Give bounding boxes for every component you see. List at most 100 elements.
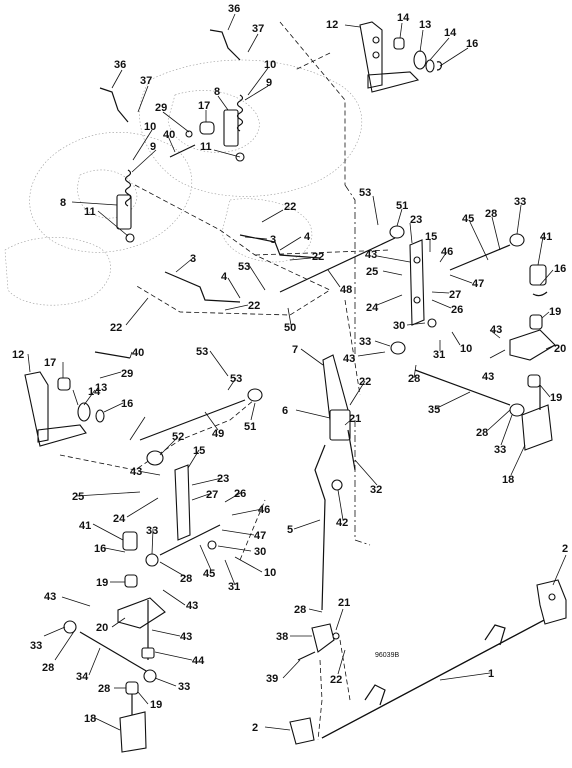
callout: 4	[304, 231, 311, 243]
bellcrank-23-upper	[409, 239, 425, 326]
callout: 5	[287, 524, 293, 536]
callout: 33	[359, 336, 371, 348]
callout: 35	[428, 404, 440, 416]
callout: 11	[200, 141, 212, 153]
callout: 51	[244, 421, 256, 433]
spacer-51-lower	[247, 388, 263, 402]
callout: 49	[212, 428, 224, 440]
clevis-33-upper	[509, 233, 525, 247]
bushing-17-upper	[199, 121, 215, 135]
callout: 53	[359, 187, 371, 199]
bushing-14-upper	[393, 37, 405, 50]
callout: 15	[193, 445, 205, 457]
callout: 40	[132, 347, 144, 359]
rod-4-lower	[164, 271, 241, 303]
clevis-33-right	[509, 403, 525, 417]
callout: 25	[72, 491, 84, 503]
callout: 8	[60, 197, 66, 209]
clevis-33-mid	[390, 341, 406, 355]
callout: 23	[410, 214, 422, 226]
callout: 17	[198, 100, 210, 112]
callout: 44	[192, 655, 205, 667]
clevis-33-low-right	[143, 669, 157, 683]
callout: 22	[110, 322, 122, 334]
callout: 18	[84, 713, 96, 725]
callout: 10	[264, 567, 276, 579]
bolt-40-lower	[94, 351, 131, 359]
pivot-20-lower	[117, 597, 166, 629]
callout: 32	[370, 484, 382, 496]
callout: 34	[76, 671, 89, 683]
spacer-51-upper	[389, 225, 405, 239]
bushing-19-lower	[124, 574, 138, 588]
callout: 24	[366, 302, 379, 314]
callout: 37	[140, 75, 152, 87]
callout: 31	[433, 349, 445, 361]
callout: 22	[248, 300, 260, 312]
callout: 20	[96, 622, 108, 634]
callout: 46	[441, 246, 453, 258]
callout: 45	[203, 568, 215, 580]
clevis-33-lower	[145, 553, 159, 567]
callout: 36	[228, 3, 240, 15]
arm-8-upper	[223, 109, 239, 147]
callout: 19	[96, 577, 108, 589]
callout: 48	[340, 284, 352, 296]
callout: 45	[462, 213, 474, 225]
callout: 16	[466, 38, 478, 50]
callout: 4	[221, 271, 228, 283]
callout: 21	[338, 597, 350, 609]
callout: 2	[562, 543, 568, 555]
callout: 28	[180, 573, 192, 585]
callout: 22	[330, 674, 342, 686]
washer-30-lower	[207, 540, 217, 550]
callout: 41	[79, 520, 91, 532]
callout: 28	[42, 662, 54, 674]
bushing-42	[331, 479, 343, 491]
callout: 25	[366, 266, 378, 278]
callout: 22	[284, 201, 296, 213]
callout: 3	[270, 234, 276, 246]
callout: 26	[234, 488, 246, 500]
callout: 43	[365, 249, 377, 261]
callout: 21	[349, 413, 361, 425]
callout: 50	[284, 322, 296, 334]
cap-41-lower	[122, 531, 138, 551]
rod-45-upper	[449, 244, 511, 271]
callout: 29	[155, 102, 167, 114]
background-engine-sketch	[4, 59, 363, 306]
rod-35	[414, 369, 511, 406]
rod-32	[347, 429, 356, 471]
arm-1-upper	[484, 624, 506, 646]
callout: 18	[502, 474, 514, 486]
callout: 40	[163, 129, 175, 141]
handle-36-upper	[209, 29, 241, 61]
callout: 43	[186, 600, 198, 612]
callout: 43	[343, 353, 355, 365]
callout: 27	[206, 489, 218, 501]
callout: 43	[130, 466, 142, 478]
callout: 13	[419, 19, 431, 31]
callout: 33	[146, 525, 158, 537]
callout: 31	[228, 581, 240, 593]
bracket-18-lower	[119, 711, 147, 753]
bushing-19-right-lower	[527, 374, 541, 388]
callout: 28	[485, 208, 497, 220]
callout: 10	[144, 121, 156, 133]
bolt-40-upper	[169, 144, 196, 158]
callout: 16	[121, 398, 133, 410]
bracket-18-right	[521, 404, 553, 451]
handle-36-left	[99, 87, 129, 123]
callout: 10	[264, 59, 276, 71]
callout: 52	[172, 431, 184, 443]
callout: 19	[550, 392, 562, 404]
spacer-52	[146, 450, 164, 466]
callout: 28	[98, 683, 110, 695]
callout: 16	[554, 263, 566, 275]
callout: 19	[150, 699, 162, 711]
bushing-19-bottom	[125, 681, 139, 695]
callout: 43	[44, 591, 56, 603]
rod-34	[79, 631, 149, 673]
bracket-12-upper	[359, 21, 420, 93]
callout: 10	[460, 343, 472, 355]
